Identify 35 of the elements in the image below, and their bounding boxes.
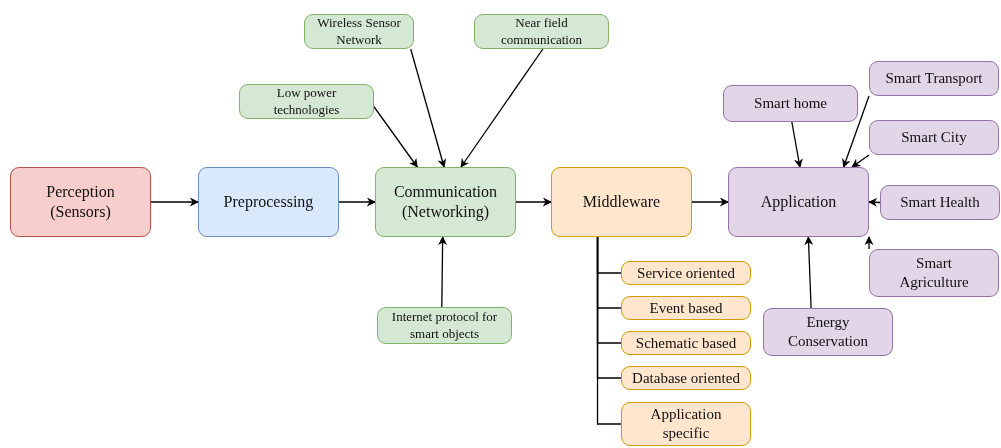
topic-box: Application specific: [621, 402, 751, 446]
topic-box: Near field communication: [474, 14, 609, 49]
arrow: [868, 197, 881, 207]
arrow: [804, 236, 814, 309]
process-box: Perception (Sensors): [10, 167, 151, 237]
topic-box: Smart Agriculture: [869, 249, 999, 297]
arrow: [842, 95, 870, 168]
topic-box: Smart City: [869, 120, 999, 155]
topic-box: Service oriented: [621, 261, 751, 285]
topic-box: Smart home: [723, 85, 858, 122]
arrow: [864, 236, 874, 250]
connector-line: [596, 236, 622, 425]
topic-box: Database oriented: [621, 366, 751, 390]
topic-box: Schematic based: [621, 331, 751, 355]
process-box: Preprocessing: [198, 167, 339, 237]
arrow: [150, 197, 199, 207]
arrow: [438, 236, 448, 308]
process-box: Communication (Networking): [375, 167, 516, 237]
arrow: [373, 106, 418, 168]
process-box: Application: [728, 167, 869, 237]
topic-box: Smart Transport: [869, 61, 999, 96]
arrow: [791, 121, 803, 168]
topic-box: Low power technologies: [239, 84, 374, 119]
arrow: [851, 154, 870, 168]
arrow: [515, 197, 552, 207]
topic-box: Smart Health: [880, 185, 1000, 220]
process-box: Middleware: [551, 167, 692, 237]
topic-box: Internet protocol for smart objects: [377, 307, 512, 344]
arrow: [691, 197, 729, 207]
arrow: [460, 48, 544, 168]
topic-box: Energy Conservation: [763, 308, 893, 356]
arrow: [338, 197, 376, 207]
topic-box: Wireless Sensor Network: [304, 14, 414, 49]
topic-box: Event based: [621, 296, 751, 320]
arrow: [410, 48, 447, 168]
